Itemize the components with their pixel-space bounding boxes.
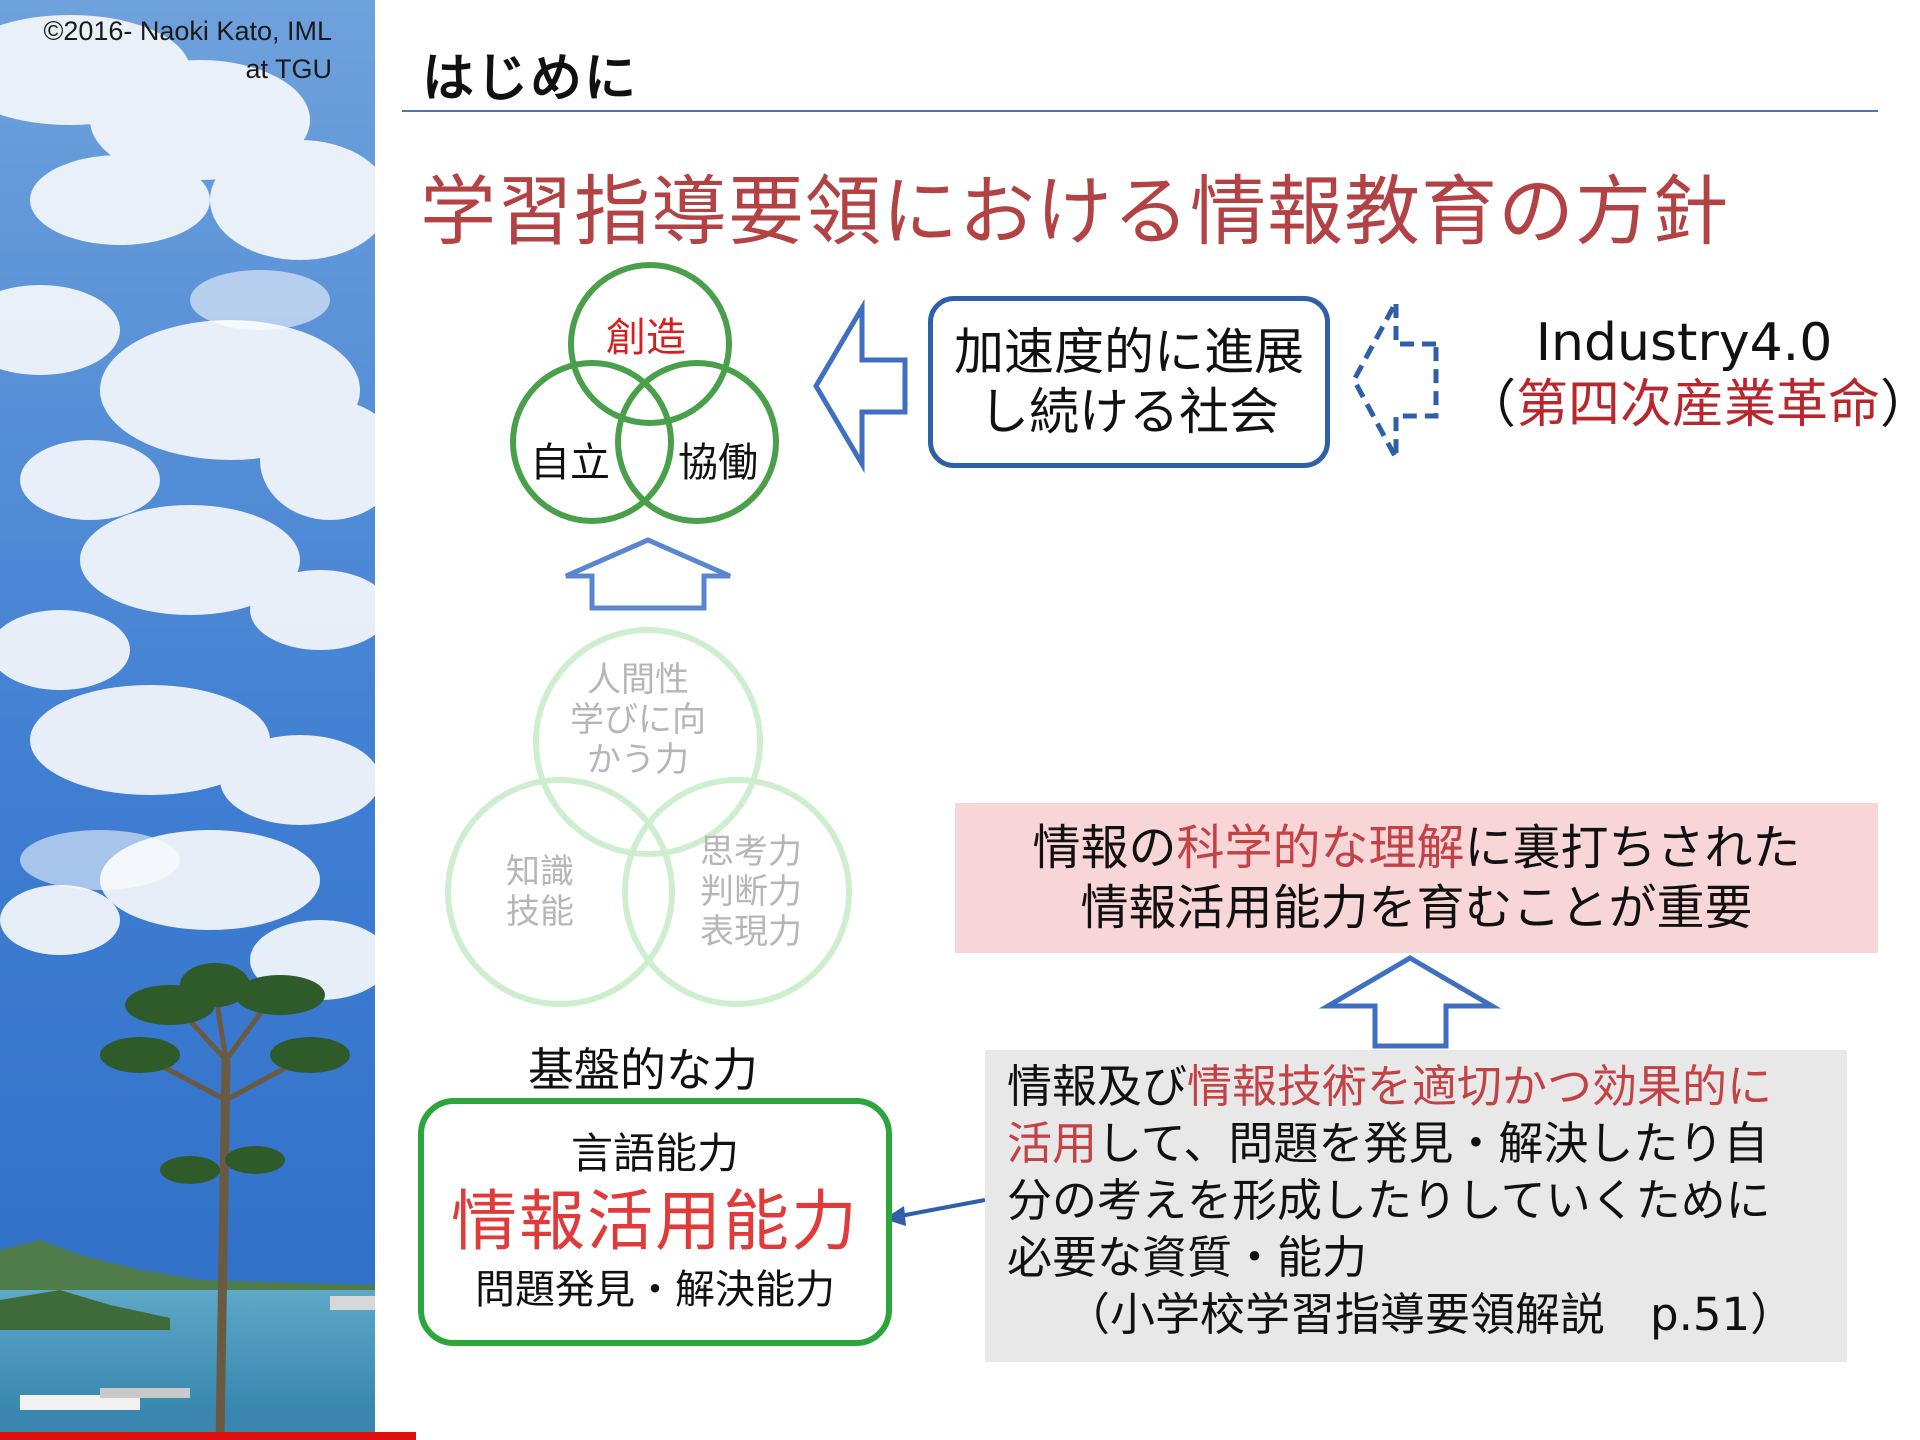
definition-line-1: 情報及び情報技術を適切かつ効果的に: [1007, 1058, 1847, 1115]
base-abilities-title: 基盤的な力: [528, 1043, 758, 1097]
definition-l1-red: 情報技術を適切かつ効果的に: [1187, 1060, 1773, 1113]
definition-citation: （小学校学習指導要領解説 p.51）: [1065, 1288, 1796, 1341]
venn-circle-right: [615, 360, 779, 524]
slide-heading: はじめに: [422, 49, 639, 109]
industry-line-2: （第四次産業革命）: [1464, 374, 1920, 436]
definition-l2-red: 活用: [1007, 1117, 1098, 1170]
importance-box: 情報の科学的な理解に裏打ちされた 情報活用能力を育むことが重要: [955, 803, 1878, 953]
faded-label-left-2: 技能: [506, 892, 574, 932]
venn-label-independence: 自立: [530, 440, 610, 486]
bottom-red-strip: [0, 1432, 416, 1440]
importance-l1-red: 科学的な理解: [1176, 820, 1465, 876]
definition-line-4: 必要な資質・能力: [1007, 1231, 1368, 1284]
problem-solving-ability: 問題発見・解決能力: [475, 1267, 835, 1313]
importance-line-1: 情報の科学的な理解に裏打ちされた: [1032, 818, 1800, 878]
dashed-arrow-left-icon: [1351, 300, 1439, 460]
definition-l2-b: して、問題を発見・解決したり自: [1097, 1117, 1769, 1170]
industry-line-1: Industry4.0: [1535, 313, 1833, 373]
base-abilities-box: 言語能力 情報活用能力 問題発見・解決能力: [418, 1098, 892, 1346]
copyright-credit: ©2016- Naoki Kato, IML at TGU: [12, 12, 332, 88]
credit-line-1: ©2016- Naoki Kato, IML: [43, 16, 332, 46]
venn-label-collaboration: 協働: [678, 440, 758, 486]
faded-label-top: 人間性 学びに向 かう力: [570, 660, 706, 780]
definition-l1-a: 情報及び: [1007, 1060, 1188, 1113]
credit-line-2: at TGU: [245, 54, 332, 84]
slide-title: 学習指導要領における情報教育の方針: [420, 167, 1729, 256]
definition-box: 情報及び情報技術を適切かつ効果的に 活用して、問題を発見・解決したり自 分の考え…: [985, 1050, 1847, 1362]
header-divider: [402, 110, 1878, 112]
industry-label: Industry4.0 （第四次産業革命）: [1464, 312, 1920, 436]
faded-label-left: 知識 技能: [506, 852, 574, 932]
sky-photo: [0, 0, 375, 1440]
faded-label-right-3: 表現力: [700, 912, 802, 952]
connector-arrowhead-icon: [884, 1206, 906, 1226]
connector-line: [899, 1198, 986, 1218]
accelerating-society-box: 加速度的に進展 し続ける社会: [928, 296, 1330, 468]
arrow-left-outline-icon: [813, 298, 908, 474]
fourth-industrial-revolution: 第四次産業革命: [1516, 375, 1881, 435]
faded-label-right: 思考力 判断力 表現力: [700, 832, 802, 952]
faded-circle-right: [622, 777, 852, 1007]
paren-open: （: [1464, 375, 1517, 435]
importance-line-2: 情報活用能力を育むことが重要: [1080, 880, 1753, 936]
venn-circle-top: [568, 262, 732, 426]
faded-label-left-1: 知識: [506, 852, 574, 892]
cloud-group: [0, 15, 375, 1000]
venn-label-creation: 創造: [606, 315, 686, 361]
society-line-1: 加速度的に進展: [954, 323, 1304, 381]
faded-circle-left: [445, 777, 675, 1007]
society-line-2: し続ける社会: [979, 383, 1279, 441]
importance-l1-b: に裏打ちされた: [1464, 820, 1801, 876]
faded-label-top-1: 人間性: [587, 660, 689, 700]
importance-l1-a: 情報の: [1032, 820, 1177, 876]
paren-close: ）: [1880, 375, 1920, 435]
information-literacy: 情報活用能力: [451, 1183, 859, 1260]
arrow-up-icon: [564, 537, 732, 611]
definition-line-3: 分の考えを形成したりしていくために: [1007, 1174, 1771, 1227]
arrow-up-important-icon: [1318, 955, 1502, 1049]
language-ability: 言語能力: [570, 1129, 739, 1178]
faded-label-top-2: 学びに向: [570, 700, 706, 740]
faded-label-right-2: 判断力: [700, 872, 802, 912]
faded-label-right-1: 思考力: [700, 832, 802, 872]
faded-label-top-3: かう力: [587, 740, 689, 780]
definition-line-2: 活用して、問題を発見・解決したり自: [1007, 1115, 1847, 1172]
venn-circle-left: [510, 360, 674, 524]
faded-circle-top: [533, 627, 763, 857]
